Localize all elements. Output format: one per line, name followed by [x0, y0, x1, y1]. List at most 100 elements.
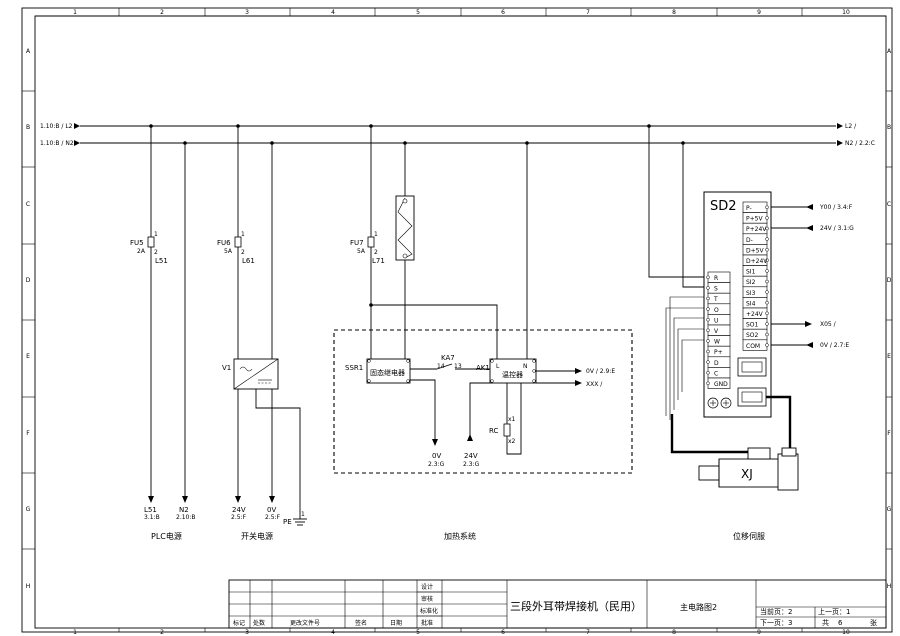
- heater-element: [395, 195, 415, 261]
- bus-n2-right: N2 / 2.2:C: [845, 140, 875, 147]
- column-number: 5: [416, 629, 420, 636]
- sd2-right-terminals: P-P+5VP+24VD-D+5VD+24VSI1SI2SI3SI4+24VSO…: [742, 201, 769, 351]
- sd2-out-y00: Y00 / 3.4:F: [819, 204, 853, 211]
- row-letter: G: [887, 506, 892, 513]
- bus-lines: 1.10:B / L2 1.10:B / N2 L2 / N2 / 2.2:C: [40, 123, 875, 147]
- fuse-fu7-label: FU7: [350, 239, 364, 247]
- row-letter: A: [26, 48, 31, 55]
- column-number: 9: [757, 629, 761, 636]
- sd2-left-pin-1: S: [714, 286, 718, 293]
- rc-label: RC: [489, 427, 499, 435]
- column-number: 1: [73, 9, 77, 16]
- fuse-fu7-rating: 5A: [357, 248, 366, 255]
- plc-power-circuit: 1 2 FU5 2A L51 L51 3.1:B N2 2.10:B: [130, 126, 196, 521]
- column-number: 6: [501, 9, 505, 16]
- sd2-pin-10: +24V: [746, 311, 764, 318]
- rc-resistor: [503, 423, 511, 437]
- column-number: 7: [586, 629, 590, 636]
- sd2-out-24v: 24V / 3.1:G: [820, 225, 854, 232]
- terminal-n2: N2: [179, 506, 189, 514]
- tc-out-0v: 0V / 2.9:E: [586, 368, 615, 375]
- fuse-pin-bottom: 2: [241, 249, 245, 256]
- relay-ka7: KA7: [441, 354, 455, 362]
- fuse-fu5-label: FU5: [130, 239, 144, 247]
- sd2-pin-11: SO1: [746, 322, 759, 329]
- sd2-pin-9: SI4: [746, 300, 756, 307]
- row-letter: C: [887, 201, 891, 208]
- pe-pin: 1: [301, 511, 305, 518]
- tb-next-page: 下一页：3: [760, 619, 792, 627]
- title-block: 设计 审核 标准化 批准 标记 处数 更改文件号 签名 日期 三段外耳带焊接机（…: [228, 579, 887, 629]
- temp-controller-box: [489, 358, 537, 384]
- fuse-pin-top: 1: [154, 231, 158, 238]
- column-number: 2: [160, 629, 164, 636]
- bus-l2-left: 1.10:B / L2: [40, 123, 73, 130]
- sd2-left-pin-6: W: [714, 339, 720, 346]
- terminal-24v-ref: 2.5:F: [231, 514, 247, 521]
- sd2-pin-13: COM: [746, 343, 760, 350]
- sd2-left-pin-9: C: [714, 370, 718, 377]
- column-number: 2: [160, 9, 164, 16]
- column-number: 10: [842, 9, 850, 16]
- column-number: 8: [672, 629, 676, 636]
- sd2-left-pin-5: V: [714, 328, 719, 335]
- column-number: 9: [757, 9, 761, 16]
- tb-total-suffix: 张: [870, 618, 877, 627]
- sd2-left-pin-10: GND: [714, 381, 728, 388]
- heating-term-24v: 24V: [464, 452, 478, 460]
- section-label-switch: 开关电源: [241, 531, 273, 541]
- heating-term-24v-ref: 2.3:G: [463, 461, 480, 468]
- terminal-l51-ref: 3.1:B: [144, 514, 160, 521]
- column-number: 6: [501, 629, 505, 636]
- sd2-pin-3: D-: [746, 237, 753, 244]
- sd2-left-pin-8: D: [714, 360, 719, 367]
- fuse-fu6-rating: 5A: [224, 248, 233, 255]
- row-letter: F: [887, 430, 891, 437]
- column-number: 5: [416, 9, 420, 16]
- sd2-pin-5: D+24V: [746, 258, 768, 265]
- sd2-pin-6: SI1: [746, 269, 756, 276]
- tb-drawing-name: 主电路图2: [680, 602, 717, 612]
- sd2-out-x05: X05 /: [820, 321, 837, 328]
- tb-date: 日期: [390, 619, 402, 627]
- ssr-box: [366, 358, 411, 384]
- terminal-n2-ref: 2.10:B: [176, 514, 196, 521]
- column-number: 8: [672, 9, 676, 16]
- ka7-pin-14: 14: [437, 363, 445, 370]
- heating-term-0v: 0V: [432, 452, 441, 460]
- bus-n2-left: 1.10:B / N2: [40, 140, 74, 147]
- terminal-l51: L51: [144, 506, 157, 514]
- column-number: 3: [245, 629, 249, 636]
- tb-current-page: 当前页：2: [760, 607, 792, 616]
- sd2-pin-4: D+5V: [746, 247, 764, 254]
- tb-row-review: 审核: [421, 595, 433, 603]
- tb-change-doc: 更改文件号: [290, 619, 320, 627]
- wire-l51: L51: [155, 257, 168, 265]
- sd2-pin-0: P-: [746, 205, 752, 212]
- pe-label: PE: [283, 518, 292, 526]
- tc-pin-l: L: [496, 363, 500, 370]
- row-letter: H: [26, 583, 31, 590]
- sd2-left-pin-2: T: [713, 296, 718, 303]
- section-label-plc: PLC电源: [151, 531, 182, 541]
- fuse-pin-bottom: 2: [154, 249, 158, 256]
- fuse-fu5-rating: 2A: [137, 248, 146, 255]
- row-letter: B: [887, 124, 891, 131]
- psu-v1-label: V1: [222, 364, 231, 372]
- servo-circuit: SD2 P-P+5VP+24VD-D+5VD+24VSI1SI2SI3SI4+2…: [648, 126, 854, 491]
- row-letter: E: [26, 353, 30, 360]
- tb-prev-page: 上一页：1: [818, 607, 850, 616]
- sd2-left-pin-4: U: [714, 317, 718, 324]
- tb-row-design: 设计: [421, 583, 433, 591]
- sd2-pin-1: P+5V: [746, 216, 763, 223]
- row-letter: D: [887, 277, 892, 284]
- tb-mark: 标记: [233, 619, 245, 627]
- tb-count: 处数: [253, 619, 265, 627]
- column-number: 1: [73, 629, 77, 636]
- section-labels: PLC电源 开关电源 加热系统 位移伺服: [151, 531, 765, 541]
